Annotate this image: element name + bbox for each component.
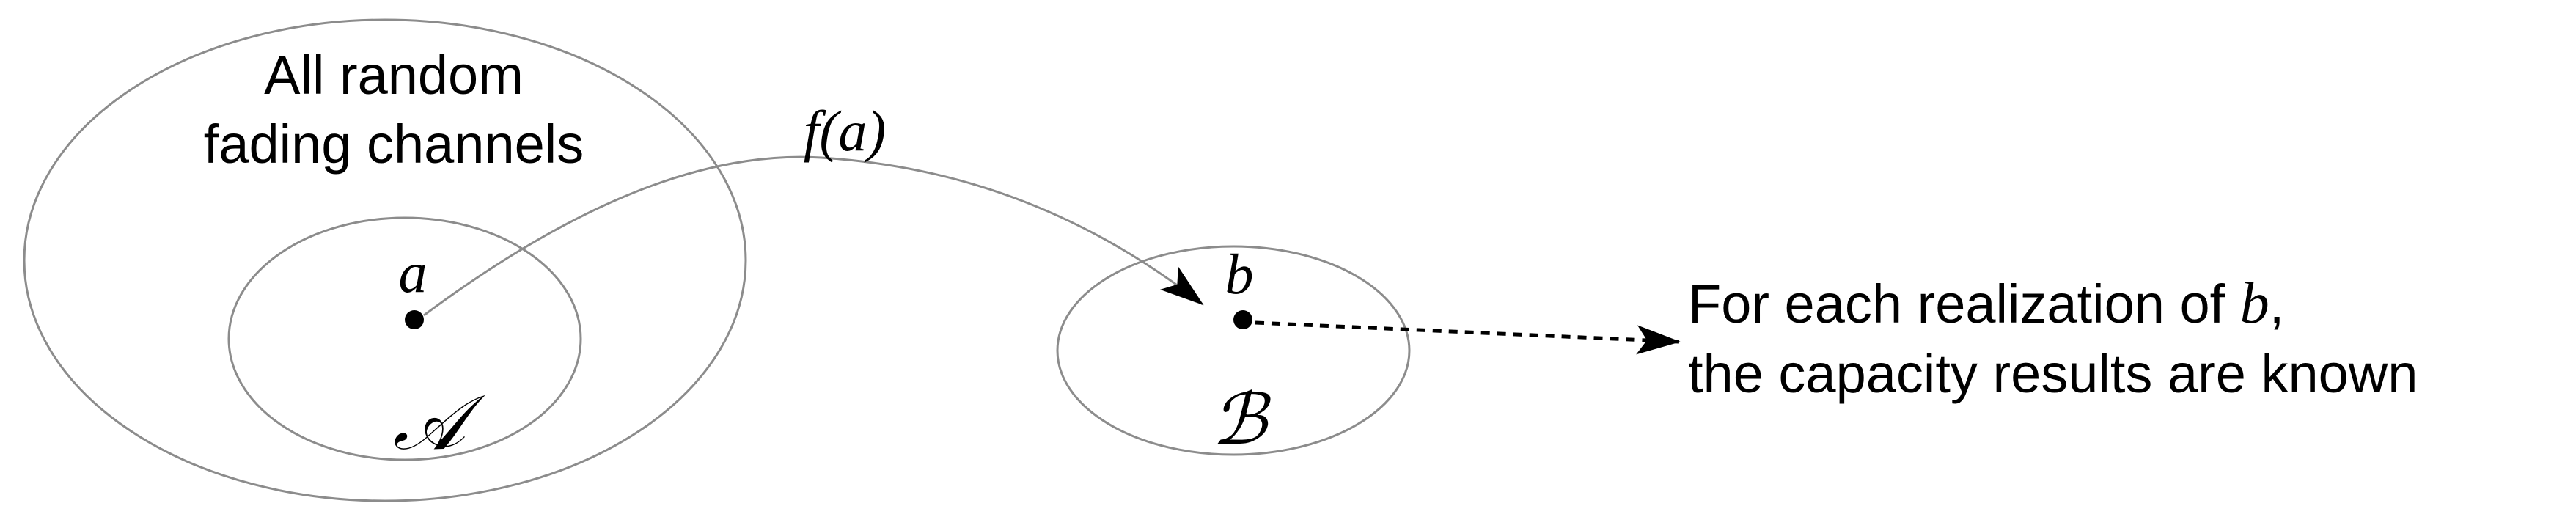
point-b-label: b — [1225, 242, 1254, 306]
set-b-label: ℬ — [1211, 378, 1272, 461]
note-line1: For each realization of b, — [1688, 271, 2284, 336]
set-a-label: 𝒜 — [393, 378, 486, 467]
outer-set-ellipse — [23, 18, 747, 502]
set-a-ellipse — [227, 216, 582, 461]
note-line1-suffix: , — [2269, 274, 2285, 334]
point-a — [405, 310, 424, 329]
point-b — [1233, 310, 1252, 329]
realization-arrow — [1255, 320, 1681, 355]
note-line1-var: b — [2240, 271, 2269, 336]
note-line2: the capacity results are known — [1688, 343, 2418, 404]
set-b-ellipse — [1056, 245, 1411, 456]
note-line1-prefix: For each realization of — [1688, 274, 2240, 334]
outer-set-label-line1: All random — [264, 45, 524, 106]
mapping-arrow — [423, 155, 1204, 317]
mapping-label: f(a) — [804, 99, 887, 163]
point-a-label: a — [399, 241, 428, 304]
outer-set-label-line2: fading channels — [204, 114, 584, 175]
